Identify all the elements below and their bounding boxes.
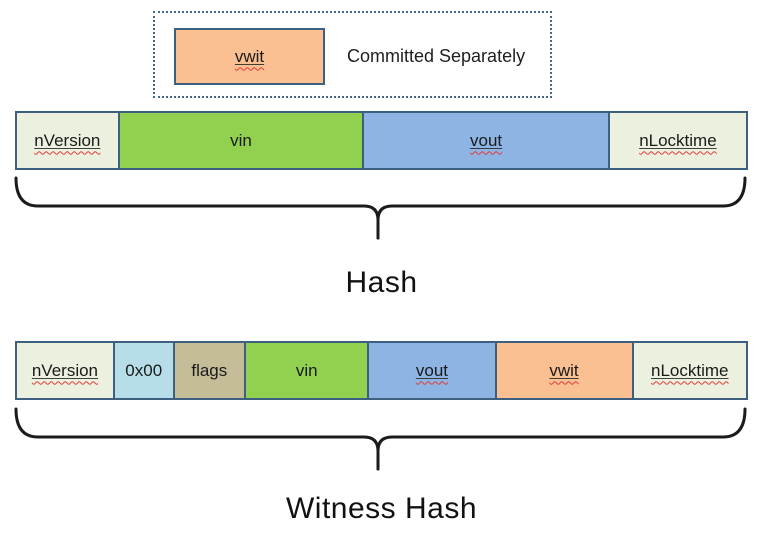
field-vin: vin: [117, 111, 365, 170]
hash-brace: [14, 176, 747, 240]
field-nversion: nVersion: [15, 111, 120, 170]
field-0x00: 0x00: [112, 341, 175, 400]
field-nlocktime-2: nLocktime: [631, 341, 748, 400]
field-vwit: vwit: [494, 341, 634, 400]
field-vin-2: vin: [244, 341, 370, 400]
witness-hash-fields-row: nVersion 0x00 flags vin vout vwit nLockt…: [15, 341, 748, 400]
field-flags: flags: [172, 341, 247, 400]
hash-label: Hash: [345, 266, 418, 299]
legend-swatch-label: vwit: [234, 46, 265, 66]
legend-box: vwit Committed Separately: [153, 11, 552, 98]
legend-caption: Committed Separately: [347, 46, 526, 66]
legend-swatch-vwit: vwit: [174, 28, 325, 85]
field-vout: vout: [362, 111, 610, 170]
witness-hash-brace: [14, 407, 747, 471]
field-nlocktime: nLocktime: [607, 111, 748, 170]
hash-fields-row: nVersion vin vout nLocktime: [15, 111, 748, 170]
witness-hash-label: Witness Hash: [285, 492, 478, 525]
field-vout-2: vout: [367, 341, 497, 400]
field-nversion-2: nVersion: [15, 341, 115, 400]
